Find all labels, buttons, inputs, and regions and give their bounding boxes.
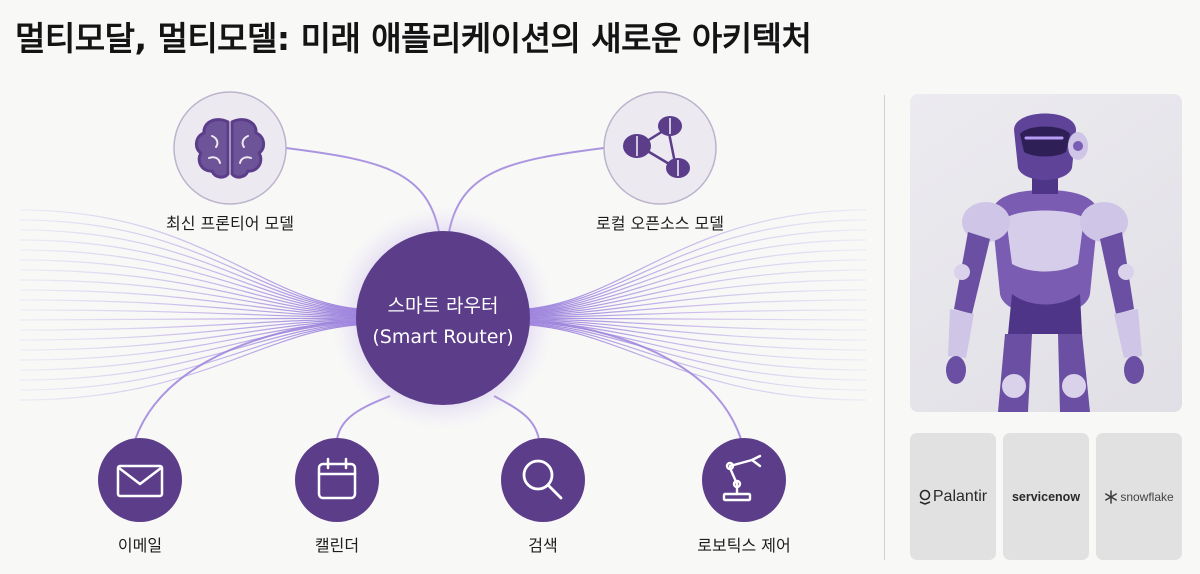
fan-line-left [19, 317, 364, 321]
partner-logo-palantir: Palantir [910, 433, 996, 560]
node-search[interactable]: 검색 [501, 438, 585, 555]
envelope-icon [116, 464, 164, 498]
fan-line-left [19, 239, 364, 313]
fan-line-left [19, 289, 364, 317]
fan-line-right [522, 229, 867, 312]
palantir-logo-text: Palantir [932, 487, 988, 505]
node-opensource-model[interactable]: 로컬 오픈소스 모델 [596, 91, 724, 233]
node-robotics-label: 로보틱스 제어 [697, 536, 790, 555]
fan-line-left [19, 269, 364, 315]
servicenow-logo-text: servicenow [1011, 489, 1081, 504]
fan-line-right [522, 319, 867, 351]
fan-line-right [522, 323, 867, 401]
node-email-label: 이메일 [118, 536, 162, 555]
fan-line-right [522, 209, 867, 310]
palantir-logo-icon [919, 489, 931, 505]
fan-line-right [522, 289, 867, 317]
calendar-icon [317, 457, 357, 500]
fan-line-right [522, 322, 867, 381]
fan-line-right [522, 279, 867, 316]
partner-logo-servicenow: servicenow [1003, 433, 1089, 560]
fan-line-right [522, 259, 867, 314]
right-fan-lines [522, 209, 867, 401]
snowflake-logo-icon [1104, 489, 1118, 504]
fan-line-right [522, 219, 867, 311]
connector-email [131, 317, 373, 451]
section-divider [884, 95, 885, 560]
fan-line-left [19, 229, 364, 312]
fan-line-left [19, 322, 364, 381]
router-label-line2: (Smart Router) [372, 326, 513, 348]
node-frontier-model[interactable]: 최신 프론티어 모델 [166, 91, 294, 233]
magnifier-icon [522, 459, 563, 500]
brain-network-icon [623, 116, 690, 178]
fan-line-left [19, 249, 364, 314]
fan-line-right [522, 299, 867, 318]
fan-line-left [19, 319, 364, 341]
node-opensource-label: 로컬 오픈소스 모델 [596, 214, 724, 233]
fan-line-right [522, 321, 867, 371]
fan-line-right [522, 318, 867, 331]
router-diagram: 스마트 라우터 (Smart Router) 최신 프론티어 모델 [19, 91, 867, 555]
router-node[interactable] [356, 231, 530, 405]
robot-illustration [946, 113, 1144, 412]
partner-logo-snowflake: snowflake [1096, 433, 1182, 560]
node-email[interactable]: 이메일 [98, 438, 182, 555]
fan-line-left [19, 321, 364, 371]
fan-line-right [522, 309, 867, 318]
fan-line-right [522, 323, 867, 391]
robot-arm-icon [722, 454, 762, 502]
fan-line-left [19, 323, 364, 391]
fan-line-right [522, 239, 867, 313]
fan-line-left [19, 319, 364, 351]
node-frontier-label: 최신 프론티어 모델 [166, 214, 294, 233]
fan-line-left [19, 219, 364, 311]
fan-line-right [522, 249, 867, 314]
fan-line-right [522, 317, 867, 321]
fan-line-left [19, 309, 364, 318]
router-label-line1: 스마트 라우터 [388, 295, 499, 317]
fan-line-left [19, 318, 364, 331]
page-title: 멀티모달, 멀티모델: 미래 애플리케이션의 새로운 아키텍처 [15, 19, 812, 58]
fan-line-left [19, 323, 364, 401]
node-search-label: 검색 [528, 536, 557, 555]
node-calendar-label: 캘린더 [315, 536, 359, 555]
connector-robotics [513, 317, 745, 451]
left-fan-lines [19, 209, 364, 401]
robot-image-card [910, 94, 1182, 412]
fan-line-right [522, 269, 867, 315]
fan-line-left [19, 259, 364, 314]
fan-line-right [522, 319, 867, 341]
node-robotics[interactable]: 로보틱스 제어 [697, 438, 791, 555]
node-calendar[interactable]: 캘린더 [295, 438, 379, 555]
fan-line-left [19, 209, 364, 310]
fan-line-left [19, 299, 364, 318]
brain-icon [195, 118, 265, 179]
snowflake-logo-text: snowflake [1120, 489, 1174, 504]
fan-line-left [19, 279, 364, 316]
